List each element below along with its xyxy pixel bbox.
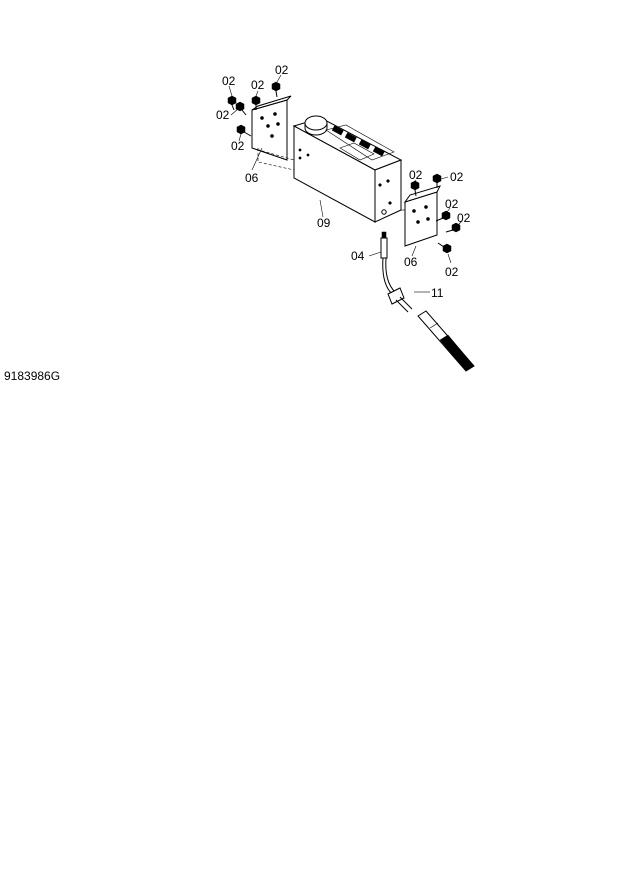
left-bracket-part-06 (251, 95, 295, 171)
callout-bolt: 02 (222, 74, 236, 88)
connector-part-04 (380, 231, 396, 295)
leader-lines (228, 74, 463, 293)
callout-bolt: 02 (231, 139, 245, 153)
callout-clamp: 11 (431, 286, 444, 300)
callout-bolt: 02 (457, 211, 471, 225)
callout-bolt: 02 (445, 197, 459, 211)
callout-labels: 02 02 02 02 02 06 09 02 02 02 02 04 06 0… (216, 63, 471, 300)
callout-bolt: 02 (251, 78, 265, 92)
clamp-part-11 (387, 287, 475, 372)
bolts-part-02 (227, 81, 461, 254)
callout-bolt: 02 (450, 170, 464, 184)
right-bracket-part-06 (401, 185, 441, 247)
callout-bolt: 02 (445, 265, 459, 279)
callout-bolt: 02 (409, 168, 423, 182)
control-box-part-09 (292, 115, 403, 223)
callout-bolt: 02 (275, 63, 289, 77)
callout-connector: 04 (351, 249, 365, 263)
callout-bracket: 06 (404, 255, 418, 269)
figure-number: 9183986G (4, 369, 61, 383)
callout-bracket: 06 (245, 171, 259, 185)
callout-bolt: 02 (216, 108, 230, 122)
callout-box: 09 (317, 216, 331, 230)
